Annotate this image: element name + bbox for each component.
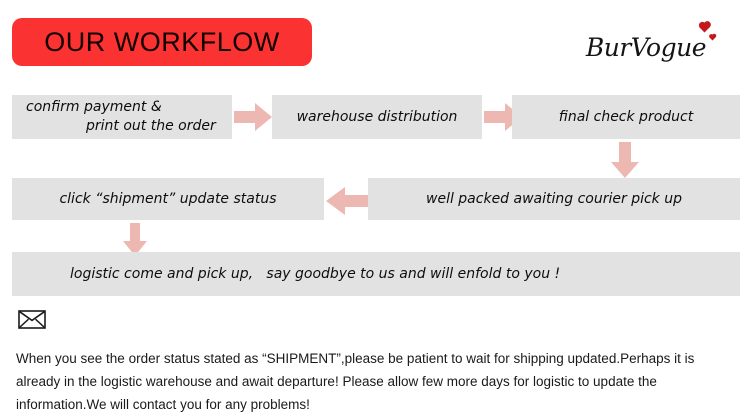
page-title: OUR WORKFLOW bbox=[44, 27, 280, 58]
brand-name: BurVogue bbox=[586, 33, 706, 62]
flow-step-final-check-product: final check product bbox=[512, 95, 740, 139]
flow-step-label: click “shipment” update status bbox=[12, 190, 324, 209]
arrow-right-icon bbox=[234, 101, 272, 133]
flow-step-label-line1: confirm payment & bbox=[26, 99, 162, 115]
flow-step-label: well packed awaiting courier pick up bbox=[368, 190, 740, 209]
flow-step-label: warehouse distribution bbox=[272, 108, 482, 127]
envelope-icon bbox=[18, 310, 46, 329]
flow-step-confirm-payment: confirm payment & print out the order bbox=[12, 95, 232, 139]
flow-step-label-line2: print out the order bbox=[26, 117, 232, 136]
heart-icon bbox=[700, 23, 710, 33]
footer-note: When you see the order status stated as … bbox=[16, 347, 738, 416]
flow-step-click-shipment-update-status: click “shipment” update status bbox=[12, 178, 324, 220]
flow-step-warehouse-distribution: warehouse distribution bbox=[272, 95, 482, 139]
flow-step-well-packed-awaiting-courier: well packed awaiting courier pick up bbox=[368, 178, 740, 220]
arrow-down-icon bbox=[610, 142, 640, 178]
flow-step-label: logistic come and pick up, say goodbye t… bbox=[12, 265, 740, 284]
arrow-left-icon bbox=[326, 186, 368, 216]
flow-step-logistic-pick-up: logistic come and pick up, say goodbye t… bbox=[12, 252, 740, 296]
brand-logo: BurVogue bbox=[572, 20, 722, 66]
flow-step-label: confirm payment & print out the order bbox=[12, 98, 232, 136]
flow-step-label: final check product bbox=[512, 108, 740, 127]
page-title-banner: OUR WORKFLOW bbox=[12, 18, 312, 66]
heart-icon-small bbox=[710, 35, 716, 41]
